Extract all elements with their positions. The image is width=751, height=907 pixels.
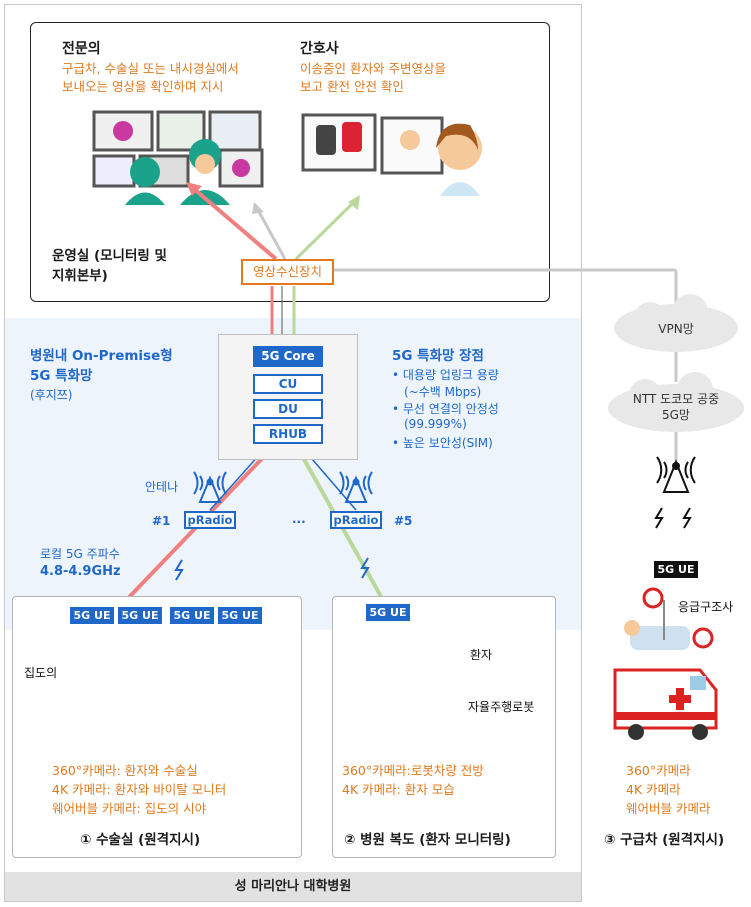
features-title: 5G 특화망 장점 <box>392 348 484 364</box>
stack-5g-core: 5G Core <box>253 346 323 367</box>
network-title-1: 병원내 On-Premise형 <box>30 348 173 364</box>
specialist-desc-2: 보내오는 영상을 확인하며 지시 <box>62 79 224 94</box>
video-receiver-device: 영상수신장치 <box>241 259 334 285</box>
antenna-label: 안테나 <box>145 480 179 494</box>
amb-camera-3: 웨어버블 카메라 <box>626 801 711 816</box>
corridor-camera-1: 360°카메라:로봇차량 전방 <box>342 763 484 778</box>
ue-2: 5G UE <box>118 607 162 624</box>
specialist-title: 전문의 <box>62 41 101 57</box>
stack-du: DU <box>253 399 323 419</box>
frequency-label: 로컬 5G 주파수 <box>40 547 120 561</box>
feature-3: • 높은 보안성(SIM) <box>392 436 493 450</box>
ue-1: 5G UE <box>70 607 114 624</box>
feature-2: • 무선 연결의 안정성 <box>392 402 499 416</box>
public-net-label-1: NTT 도코모 공중 <box>632 392 720 406</box>
paramedic-label: 응급구조사 <box>678 600 734 614</box>
nurse-desc-2: 보고 환전 안전 확인 <box>300 79 404 94</box>
nurse-illustration <box>301 113 482 196</box>
patient-label: 환자 <box>470 648 493 662</box>
surgeon-label: 집도의 <box>24 666 58 680</box>
feature-1-detail: (~수백 Mbps) <box>404 385 482 399</box>
radio-number-first: #1 <box>152 514 171 528</box>
frequency-value: 4.8-4.9GHz <box>40 564 121 579</box>
operating-room-box <box>12 596 302 858</box>
operating-room-caption: ① 수술실 (원격지시) <box>80 832 201 848</box>
network-vendor: (후지쯔) <box>30 388 73 402</box>
feature-2-detail: (99.999%) <box>404 417 467 431</box>
specialist-desc-1: 구급차, 수술실 또는 내시경실에서 <box>62 61 239 76</box>
radio-number-last: #5 <box>394 514 413 528</box>
amb-camera-1: 360°카메라 <box>626 763 691 778</box>
public-5g-cloud <box>608 372 744 432</box>
public-net-label-2: 5G망 <box>662 408 690 422</box>
nurse-desc-1: 이송중인 환자와 주변영상을 <box>300 61 446 76</box>
vpn-cloud <box>614 294 738 352</box>
antenna-1-icon <box>193 471 227 503</box>
ambulance-caption: ③ 구급차 (원격지시) <box>604 832 725 848</box>
hospital-name: 성 마리안나 대학병원 <box>5 872 581 901</box>
pradio-1: pRadio <box>184 511 236 529</box>
network-title-2: 5G 특화망 <box>30 368 93 384</box>
or-camera-1: 360°카메라: 환자와 수술실 <box>52 763 198 778</box>
corridor-ue: 5G UE <box>366 604 410 621</box>
or-camera-3: 웨어버블 카메라: 집도의 시야 <box>52 801 207 816</box>
antenna-5-icon <box>339 471 373 503</box>
amb-camera-2: 4K 카메라 <box>626 782 681 797</box>
ops-room-label-1: 운영실 (모니터링 및 <box>52 248 167 264</box>
robot-label: 자율주행로봇 <box>468 700 535 714</box>
ambulance-ue: 5G UE <box>654 561 698 578</box>
ambulance-illustration <box>613 587 718 740</box>
public-antenna-icon <box>656 456 696 493</box>
corridor-camera-2: 4K 카메라: 환자 모습 <box>342 782 455 797</box>
or-camera-2: 4K 카메라: 환자와 바이탈 모니터 <box>52 782 227 797</box>
radio-ellipsis: ... <box>292 512 306 526</box>
vpn-label: VPN망 <box>658 322 694 336</box>
corridor-box <box>332 596 556 858</box>
stack-rhub: RHUB <box>253 424 323 444</box>
ue-4: 5G UE <box>218 607 262 624</box>
ops-room-label-2: 지휘본부) <box>52 268 108 284</box>
feature-1: • 대용량 업링크 용량 <box>392 368 499 382</box>
stack-cu: CU <box>253 374 323 394</box>
pradio-5: pRadio <box>330 511 382 529</box>
links-to-ops-room <box>186 182 360 261</box>
nurse-title: 간호사 <box>300 41 339 57</box>
ue-3: 5G UE <box>170 607 214 624</box>
corridor-caption: ② 병원 복도 (환자 모니터링) <box>344 832 511 848</box>
specialist-illustration <box>92 110 264 205</box>
